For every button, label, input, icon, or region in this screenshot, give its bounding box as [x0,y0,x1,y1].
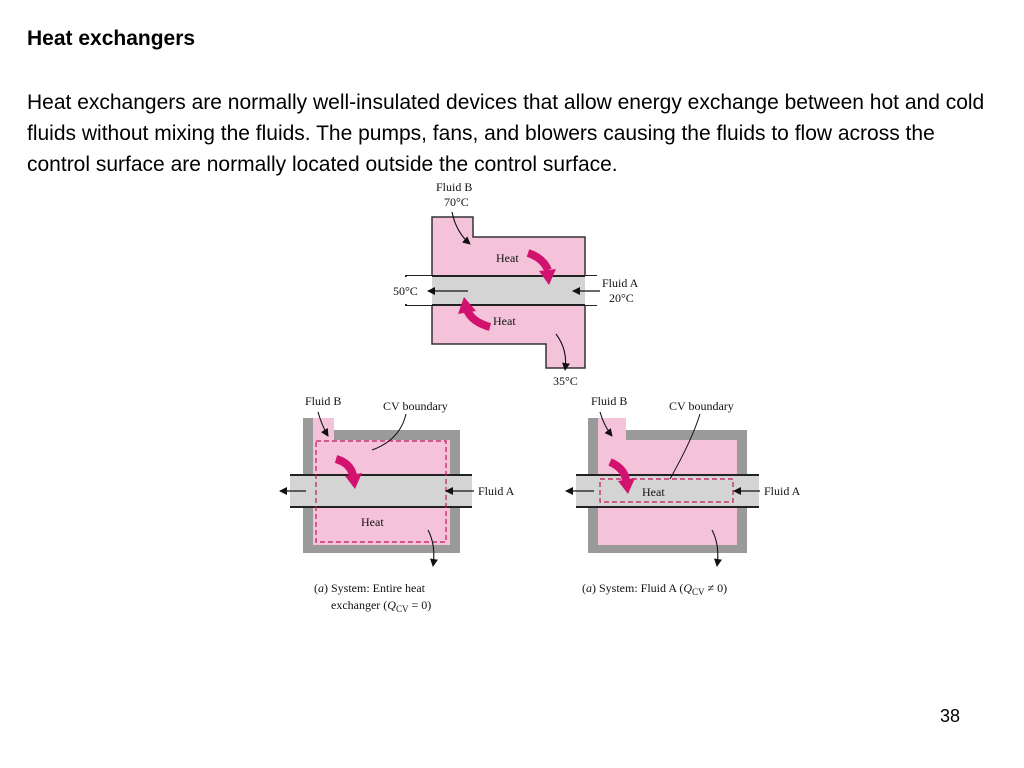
left-fluid-b-label: Fluid B [305,394,341,408]
heat-arrow-icon [458,297,492,331]
heat-arrow-icon [526,249,556,285]
left-cv-diagram: Fluid B CV boundary Fluid A Heat (a) Sys… [279,394,515,614]
slide-title: Heat exchangers [27,27,196,50]
top-heat-upper-label: Heat [496,251,519,265]
right-cv-boundary-label: CV boundary [669,399,734,413]
slide-body-text: Heat exchangers are normally well-insula… [27,91,985,176]
top-fluid-a-label: Fluid A [602,276,639,290]
top-fluid-b-outlet-temp: 35°C [553,374,578,388]
left-heat-label: Heat [361,515,384,529]
right-fluid-a-tube [576,475,759,507]
right-heat-label: Heat [642,485,665,499]
left-caption-line2: exchanger (QCV = 0) [331,598,431,614]
left-fluid-a-label: Fluid A [478,484,515,498]
right-cv-diagram: Fluid B CV boundary Fluid A Heat (a) Sys… [565,394,801,597]
heat-arrow-icon [608,458,635,494]
left-caption-line1: (a) System: Entire heat [314,581,426,595]
top-heat-lower-label: Heat [493,314,516,328]
top-heat-exchanger-diagram: Fluid B 70°C Heat Heat Fluid A 20°C 50°C… [393,180,639,388]
left-cv-boundary-label: CV boundary [383,399,448,413]
top-fluid-a-outlet-temp: 50°C [393,284,418,298]
right-fluid-a-label: Fluid A [764,484,801,498]
top-fluid-b-label: Fluid B [436,180,472,194]
top-fluid-b-inlet-temp: 70°C [444,195,469,209]
right-caption: (a) System: Fluid A (QCV ≠ 0) [582,581,727,597]
page-number: 38 [940,706,961,726]
top-fluid-a-inlet-temp: 20°C [609,291,634,305]
right-fluid-b-label: Fluid B [591,394,627,408]
left-fluid-a-tube [290,475,472,507]
heat-arrow-icon [334,455,362,489]
